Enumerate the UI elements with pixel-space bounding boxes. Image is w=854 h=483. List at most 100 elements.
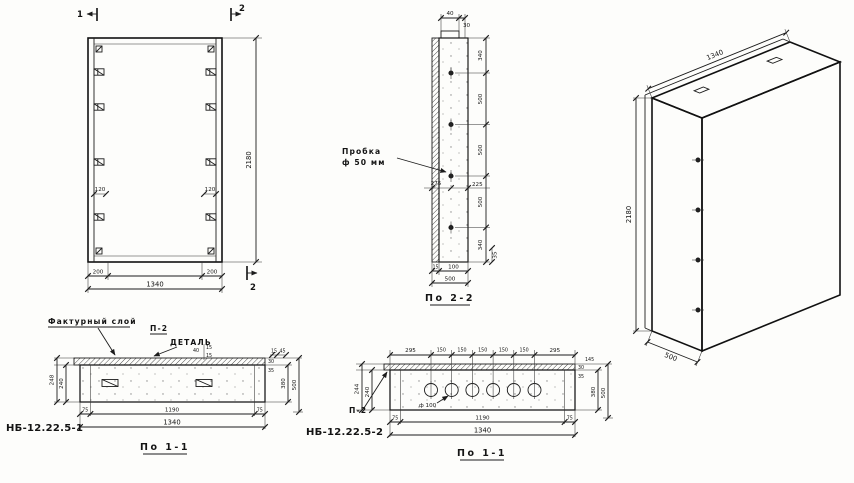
detail-2-title: По 1-1	[457, 448, 507, 459]
plug-label-line1: Пробка	[342, 147, 381, 156]
dim-right-v2: 500	[601, 387, 607, 398]
cut-label-2-bottom: 2	[250, 283, 256, 293]
detail-section-1-view: Фактурный слой П-2 ДЕТАЛЬ 40 15 15 240 2…	[6, 317, 303, 455]
detail-section-2-view: 295 150 150 150 150 150 295 ф 100 П-2 24…	[306, 348, 613, 461]
dim-top-5: 150	[520, 348, 529, 354]
iso-plug-dots	[692, 157, 704, 313]
dim-left-v2: 244	[355, 383, 361, 394]
facture-layer	[383, 363, 576, 371]
concrete-body	[79, 364, 266, 403]
dim-bottom-mid: 1190	[475, 416, 490, 422]
dim-lines-left	[356, 360, 390, 414]
dim-bottom-total: 500	[445, 277, 456, 283]
embed-symbols	[101, 379, 213, 387]
detail-label: ДЕТАЛЬ	[170, 338, 212, 347]
section-2-2-title: По 2-2	[425, 293, 475, 304]
dim-left-v1: 240	[365, 386, 371, 397]
dim-right-2: 500	[478, 144, 484, 155]
dim-left-v2: 248	[50, 374, 56, 385]
dim-lines-bottom	[428, 262, 472, 287]
lifting-hole-symbols	[95, 45, 215, 255]
dim-anchor-left: 120	[95, 187, 106, 193]
panel-outline	[87, 37, 223, 263]
dim-top-0: 295	[405, 348, 416, 354]
dim-top-a: 40	[193, 348, 199, 354]
cut-mark-2-bottom	[246, 266, 258, 280]
p2-leader	[363, 371, 388, 409]
panel-mark-1: НБ-12.22.5-1	[6, 423, 83, 434]
dim-lines-top-chain	[386, 350, 579, 383]
plug-label-line2: ф 50 мм	[342, 158, 386, 167]
iso-dim-depth: 500	[663, 351, 678, 363]
dim-bottom-left: 75	[392, 416, 398, 422]
iso-lifting-holes	[692, 56, 784, 94]
dim-top-4: 150	[499, 348, 508, 354]
plug-leader	[396, 157, 447, 173]
iso-dim-width: 1340	[705, 48, 724, 62]
p2-label: П-2	[150, 324, 168, 333]
dim-lines-bottom	[84, 262, 226, 293]
iso-dim-lines	[632, 29, 791, 367]
dim-lines-right	[575, 360, 613, 422]
iso-facture-slab	[644, 38, 791, 332]
concrete-body	[438, 37, 469, 263]
p2-label: П-2	[349, 406, 367, 415]
dim-layer-a: 30	[578, 365, 584, 371]
dim-top-2: 150	[457, 348, 466, 354]
hole-diameter-label: ф 100	[419, 403, 437, 409]
facture-label: Фактурный слой	[48, 317, 137, 326]
dim-right-v1: 380	[281, 378, 287, 389]
dim-width-total: 1340	[146, 281, 163, 289]
dim-width-total: 1340	[474, 427, 491, 435]
cut-mark-1	[86, 8, 98, 21]
dim-right-b: 45	[280, 349, 286, 355]
dim-top-a: 40	[446, 11, 454, 17]
detail-leader	[153, 346, 178, 357]
dim-right-small: 35	[493, 251, 499, 259]
dim-top-1: 150	[437, 348, 446, 354]
iso-dim-height: 2180	[625, 206, 633, 223]
dim-lines-anchor-offset	[90, 190, 220, 198]
dim-bottom-mid: 1190	[165, 408, 180, 414]
panel-mark-2: НБ-12.22.5-2	[306, 427, 383, 438]
isometric-view: 1340 2180 500	[625, 29, 843, 367]
iso-front-face	[701, 60, 841, 353]
dim-bottom-left: 75	[82, 408, 88, 414]
top-step	[440, 30, 460, 39]
dim-right-v1: 380	[591, 386, 597, 397]
dim-height-label: 2180	[245, 151, 253, 168]
dim-right-a: 15	[271, 349, 277, 355]
dim-top-b: 30	[463, 23, 471, 29]
dim-plug-right: 225	[472, 182, 483, 188]
section-2-2-view: Пробка ф 50 мм 40 30 340 500 500	[342, 11, 499, 306]
dim-top-3: 150	[478, 348, 487, 354]
dim-right-3: 500	[478, 196, 484, 207]
dim-bottom-right: 75	[257, 408, 263, 414]
dim-bottom-b: 100	[448, 265, 459, 271]
void-holes	[424, 381, 542, 399]
anchor-symbols	[93, 68, 217, 221]
iso-top-face	[649, 41, 843, 119]
dim-lines-height	[222, 34, 262, 266]
dim-lines-right	[265, 351, 303, 416]
front-elevation-view: 1 2 2 2180 20	[77, 4, 262, 293]
facture-layer	[431, 37, 440, 263]
dim-right-v2: 500	[292, 379, 298, 390]
dim-right-1: 500	[478, 93, 484, 104]
dim-lines-bottom	[386, 410, 579, 439]
cut-label-1: 1	[77, 10, 83, 20]
facture-layer	[73, 357, 266, 366]
cut-label-2-top: 2	[239, 4, 245, 14]
cut-mark-2-top	[230, 8, 242, 21]
dim-bottom-a: 15	[432, 265, 438, 271]
dim-width-total: 1340	[163, 419, 180, 427]
dim-lines-top	[437, 14, 469, 38]
dim-top-6: 295	[549, 348, 560, 354]
dim-top-b: 15	[206, 345, 212, 351]
dim-edge-right: 200	[207, 270, 218, 276]
dim-edge-left: 200	[93, 270, 104, 276]
dim-right-4: 340	[478, 239, 484, 250]
dim-right-0: 340	[478, 50, 484, 61]
